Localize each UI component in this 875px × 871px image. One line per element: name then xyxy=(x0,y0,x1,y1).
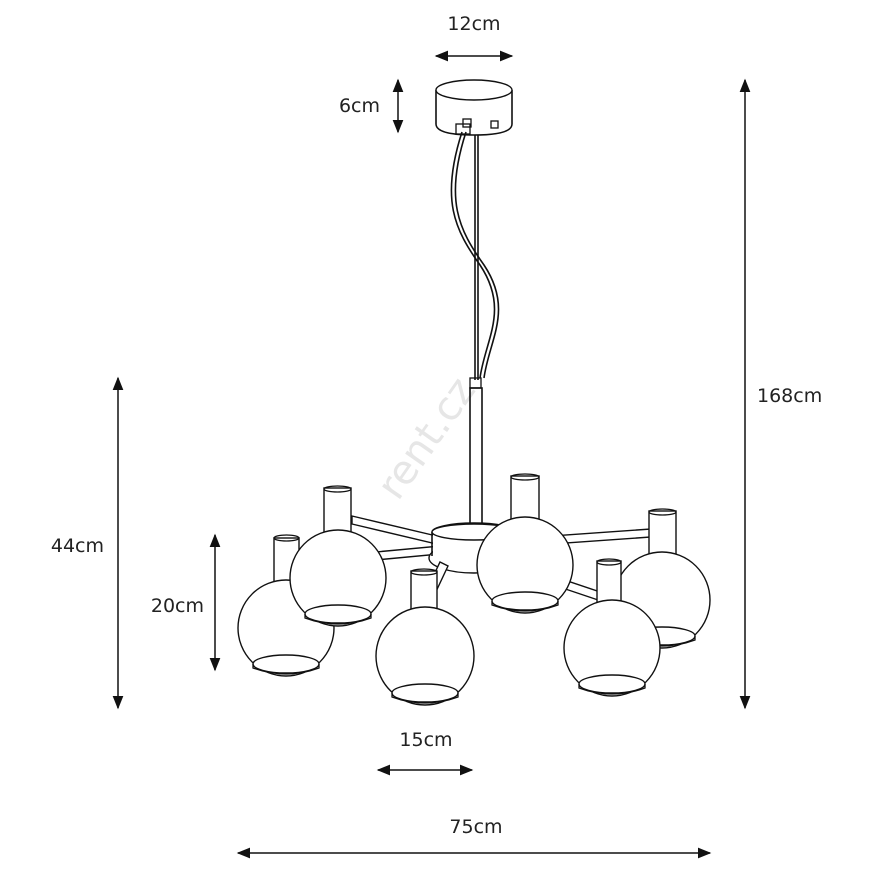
suspension-rod xyxy=(469,135,483,525)
ceiling-canopy xyxy=(435,79,513,136)
dimension-total-height: 168cm xyxy=(739,78,822,710)
power-cable xyxy=(450,131,500,379)
dimension-total-width: 75cm xyxy=(236,816,712,859)
shade-height-label: 20cm xyxy=(151,595,204,617)
lamp-shade-back-center xyxy=(476,473,574,614)
dimension-shade-diameter: 15cm xyxy=(376,729,474,776)
dimension-body-height: 44cm xyxy=(51,376,124,710)
canopy-width-label: 12cm xyxy=(447,13,500,35)
lamp-shade-front-center xyxy=(375,568,475,706)
dimension-canopy-height: 6cm xyxy=(339,78,404,134)
shade-diameter-label: 15cm xyxy=(399,729,452,751)
dimension-canopy-width: 12cm xyxy=(434,13,514,62)
watermark-text: rent.cz xyxy=(369,369,485,508)
total-width-label: 75cm xyxy=(449,816,502,838)
dimension-shade-height: 20cm xyxy=(151,533,221,672)
lamp-shade-back-left xyxy=(289,485,387,627)
total-height-label: 168cm xyxy=(757,385,822,407)
body-height-label: 44cm xyxy=(51,535,104,557)
canopy-height-label: 6cm xyxy=(339,95,380,117)
lamp-shade-front-right xyxy=(563,558,661,697)
